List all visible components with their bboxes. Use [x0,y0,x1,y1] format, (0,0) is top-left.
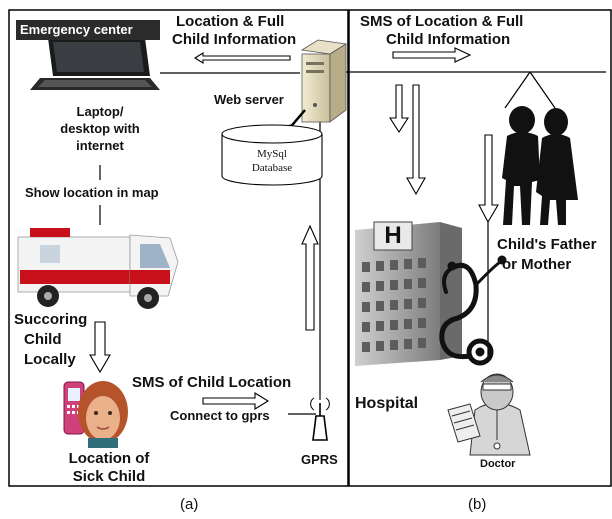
arrows-panel-a [89,52,319,410]
succoring-line-1: Succoring [14,311,88,328]
arrows-panel-b [388,47,499,224]
parents-silhouette-icon [502,106,578,225]
database-label-line-1: MySql [257,148,287,160]
panel-b-caption: (b) [468,496,487,513]
panel-a-frame [8,9,349,487]
sms-location-full-line-2: Child Information [386,31,511,48]
arrow-down-local [89,321,111,374]
parents-label-line-2: or Mother [502,256,572,273]
show-location-label: Show location in map [25,185,159,200]
database-icon [221,124,323,186]
hospital-sign-letter: H [384,222,402,249]
connect-gprs-label: Connect to gprs [170,408,270,423]
laptop-label-line-1: Laptop/ [76,104,124,119]
ambulance-icon [17,228,179,309]
emergency-center-label: Emergency center [16,20,160,40]
arrow-down-b2 [406,84,426,196]
succoring-line-2: Child [24,331,62,348]
location-full-info-line-1: Location & Full [176,13,285,30]
sms-location-full-line-1: SMS of Location & Full [360,13,524,30]
doctor-icon [447,373,531,456]
gprs-label: GPRS [301,452,338,467]
panel-a-caption: (a) [180,496,199,513]
arrow-right-top-b [392,47,472,63]
laptop-label-line-3: internet [76,138,124,153]
sick-child-line-1: Location of [68,450,150,467]
succoring-line-3: Locally [24,351,76,368]
arrow-up-gprs [301,224,319,331]
arrow-down-b1 [388,84,410,134]
arrow-down-b3 [478,134,499,224]
parents-label-line-1: Child's Father [497,236,597,253]
arrow-left-top [193,52,291,64]
laptop-icon [30,38,160,90]
location-full-info-line-2: Child Information [172,31,297,48]
child-face-icon [78,381,128,448]
database-label-line-2: Database [251,162,293,174]
doctor-label: Doctor [480,458,516,470]
sms-child-location-label: SMS of Child Location [132,374,292,391]
laptop-label-line-2: desktop with [60,121,140,136]
stethoscope-icon [439,255,507,366]
hospital-label: Hospital [355,395,419,412]
web-server-label: Web server [214,92,284,107]
gprs-antenna-icon [310,397,330,441]
panel-b-frame [348,9,612,487]
arrow-right-sms [202,392,270,410]
server-icon [300,39,348,123]
sick-child-line-2: Sick Child [72,468,146,485]
